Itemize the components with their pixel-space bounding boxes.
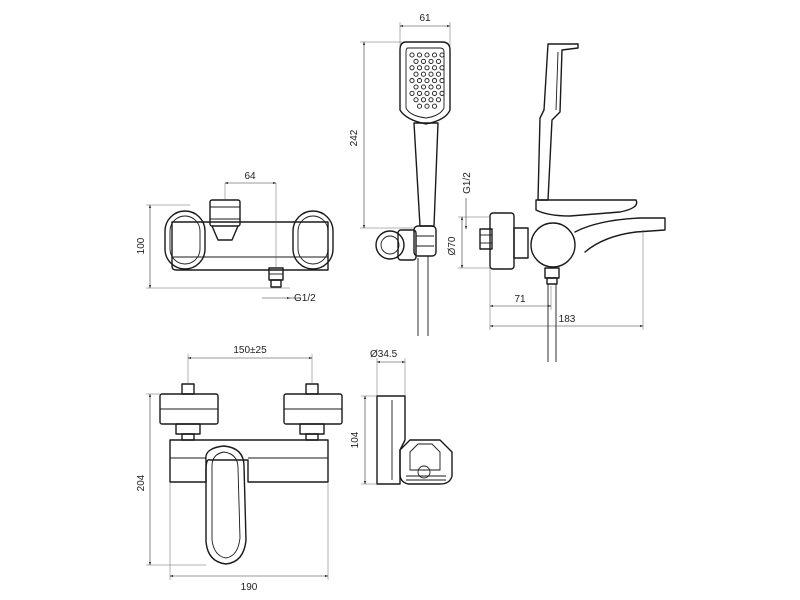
top-left-handle <box>159 383 219 441</box>
dim-shower-length: 242 <box>349 129 360 146</box>
nozzle-hole <box>416 78 423 84</box>
side-view: G1/2 Ø70 71 183 <box>447 43 666 362</box>
side-body <box>513 199 666 268</box>
handle <box>209 199 241 241</box>
side-wall-plate <box>479 212 515 270</box>
top-view: 150±25 204 190 <box>136 345 343 593</box>
nozzle-hole <box>413 97 419 103</box>
holder-shaft <box>376 395 406 485</box>
dim-top-center-distance: 150±25 <box>233 345 267 356</box>
holder-clip <box>399 439 453 485</box>
nozzle-hole <box>439 90 445 96</box>
nozzle-hole <box>416 90 423 96</box>
nozzle-hole <box>416 65 423 71</box>
front-view: 64 100 G1/2 <box>136 171 334 304</box>
nozzle-hole <box>431 90 438 96</box>
dim-spout-length: 183 <box>559 314 576 325</box>
top-right-handle <box>283 383 343 441</box>
nozzle-hole <box>424 103 430 109</box>
nozzle-hole <box>439 78 445 84</box>
nozzle-hole <box>428 84 434 90</box>
nozzle-hole <box>428 71 434 77</box>
holder-detail: Ø34.5 104 <box>350 349 453 485</box>
shower-hose <box>417 256 429 336</box>
nozzle-hole <box>424 78 430 84</box>
top-spout <box>205 445 247 565</box>
dim-shower-width: 61 <box>419 13 431 24</box>
nozzle-hole <box>431 65 438 71</box>
side-shower <box>537 43 579 201</box>
shower-handle <box>413 122 439 227</box>
nozzle-hole <box>416 52 423 58</box>
side-outlet <box>544 267 560 362</box>
nozzle-hole <box>439 65 445 71</box>
nozzle-hole <box>428 97 434 103</box>
left-flange <box>164 210 206 270</box>
nozzle-hole <box>435 84 442 90</box>
dim-side-diameter: Ø70 <box>447 236 458 255</box>
outlet-connector <box>268 267 284 288</box>
nozzle-hole <box>435 58 442 64</box>
nozzle-hole <box>413 58 419 64</box>
nozzle-hole <box>409 52 415 58</box>
nozzle-hole <box>424 90 430 96</box>
nozzle-hole <box>409 65 415 71</box>
label-side-connection: G1/2 <box>462 172 473 194</box>
shower-view: 61 242 <box>349 13 451 336</box>
nozzle-hole <box>416 103 423 109</box>
dim-top-width: 190 <box>241 582 258 593</box>
nozzle-hole <box>420 58 427 64</box>
nozzle-hole <box>420 84 427 90</box>
dim-front-center-distance: 64 <box>244 171 256 182</box>
dim-holder-height: 104 <box>350 431 361 448</box>
nozzle-hole <box>413 71 419 77</box>
nozzle-hole <box>424 65 430 71</box>
shower-holder <box>375 225 437 261</box>
nozzle-hole <box>435 97 442 103</box>
nozzle-hole <box>409 90 415 96</box>
nozzle-hole <box>420 71 427 77</box>
dim-holder-diameter: Ø34.5 <box>370 349 398 360</box>
top-body <box>169 439 329 483</box>
nozzle-hole <box>435 71 442 77</box>
dim-side-offset: 71 <box>514 294 526 305</box>
dim-front-height: 100 <box>136 237 147 254</box>
nozzle-hole <box>431 52 438 58</box>
nozzle-hole <box>428 58 434 64</box>
nozzle-hole <box>413 84 419 90</box>
dim-top-height: 204 <box>136 474 147 491</box>
nozzle-hole <box>409 78 415 84</box>
nozzle-hole <box>424 52 430 58</box>
shower-head <box>399 41 451 125</box>
label-front-connection: G1/2 <box>294 293 316 304</box>
nozzle-hole <box>420 97 427 103</box>
nozzle-hole <box>439 52 445 58</box>
right-flange <box>292 210 334 270</box>
mixer-body <box>171 221 329 271</box>
nozzle-hole <box>431 103 438 109</box>
nozzle-grid <box>409 52 445 109</box>
nozzle-hole <box>431 78 438 84</box>
